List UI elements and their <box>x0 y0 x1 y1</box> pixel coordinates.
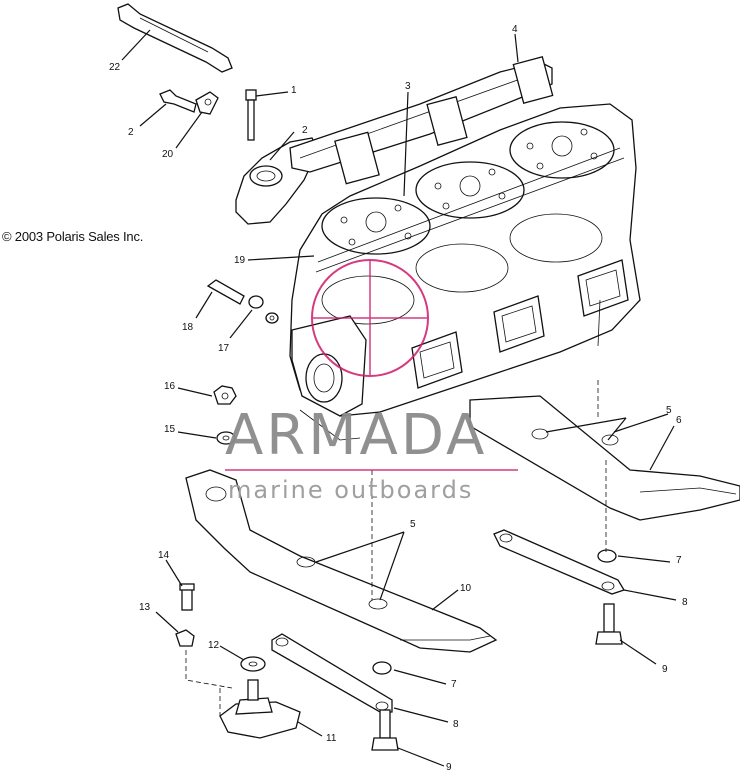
callout-9-left: 9 <box>446 762 452 773</box>
callout-19: 19 <box>234 255 246 266</box>
callout-5-left: 5 <box>410 519 416 530</box>
callout-16: 16 <box>164 381 176 392</box>
callout-2: 2 <box>302 125 308 136</box>
part-16-nut <box>213 385 237 405</box>
callout-20: 20 <box>162 149 174 160</box>
callout-4: 4 <box>512 24 518 35</box>
alignment-line <box>185 650 233 689</box>
callout-15: 15 <box>164 424 176 435</box>
callout-21: 2 <box>128 127 134 138</box>
part-1-bolt <box>245 89 257 141</box>
part-6-mount-bracket <box>469 395 740 521</box>
part-9-bolt-right <box>595 603 623 645</box>
part-14-bolt <box>179 583 195 611</box>
callout-18: 18 <box>182 322 194 333</box>
callout-9-right: 9 <box>662 664 668 675</box>
part-8-shim-left <box>271 633 393 713</box>
watermark-title: ARMADA <box>225 403 488 468</box>
part-7-washer-left <box>372 661 392 675</box>
part-22-rod <box>117 3 233 73</box>
callout-22: 22 <box>109 62 121 73</box>
callout-3: 3 <box>405 81 411 92</box>
callout-17: 17 <box>218 343 230 354</box>
part-9-bolt-left <box>371 709 399 751</box>
callout-12: 12 <box>208 640 220 651</box>
callout-7-left: 7 <box>451 679 457 690</box>
part-11-rubber-mount <box>219 679 301 739</box>
part-13-nut <box>175 629 195 647</box>
callout-6: 6 <box>676 415 682 426</box>
callout-8-left: 8 <box>453 719 459 730</box>
copyright-text: © 2003 Polaris Sales Inc. <box>2 229 144 244</box>
leader-lines <box>121 29 677 767</box>
callout-5-right: 5 <box>666 405 672 416</box>
callout-13: 13 <box>139 602 151 613</box>
part-15-washer <box>216 431 236 445</box>
callout-7-right: 7 <box>676 555 682 566</box>
part-18-stud <box>206 279 279 324</box>
callout-11: 11 <box>326 733 337 744</box>
part-21-bolt <box>159 89 219 115</box>
engine-block <box>289 103 641 441</box>
callout-10: 10 <box>460 583 472 594</box>
part-4-manifold <box>289 56 554 185</box>
part-10-mount-bracket <box>185 469 498 653</box>
callout-8-right: 8 <box>682 597 688 608</box>
watermark-emblem <box>225 259 518 471</box>
part-7-washer-right <box>597 549 617 563</box>
callout-14: 14 <box>158 550 170 561</box>
part-12-spacer <box>240 656 266 672</box>
watermark-subtitle: marine outboards <box>228 476 474 504</box>
callout-1: 1 <box>291 85 297 96</box>
